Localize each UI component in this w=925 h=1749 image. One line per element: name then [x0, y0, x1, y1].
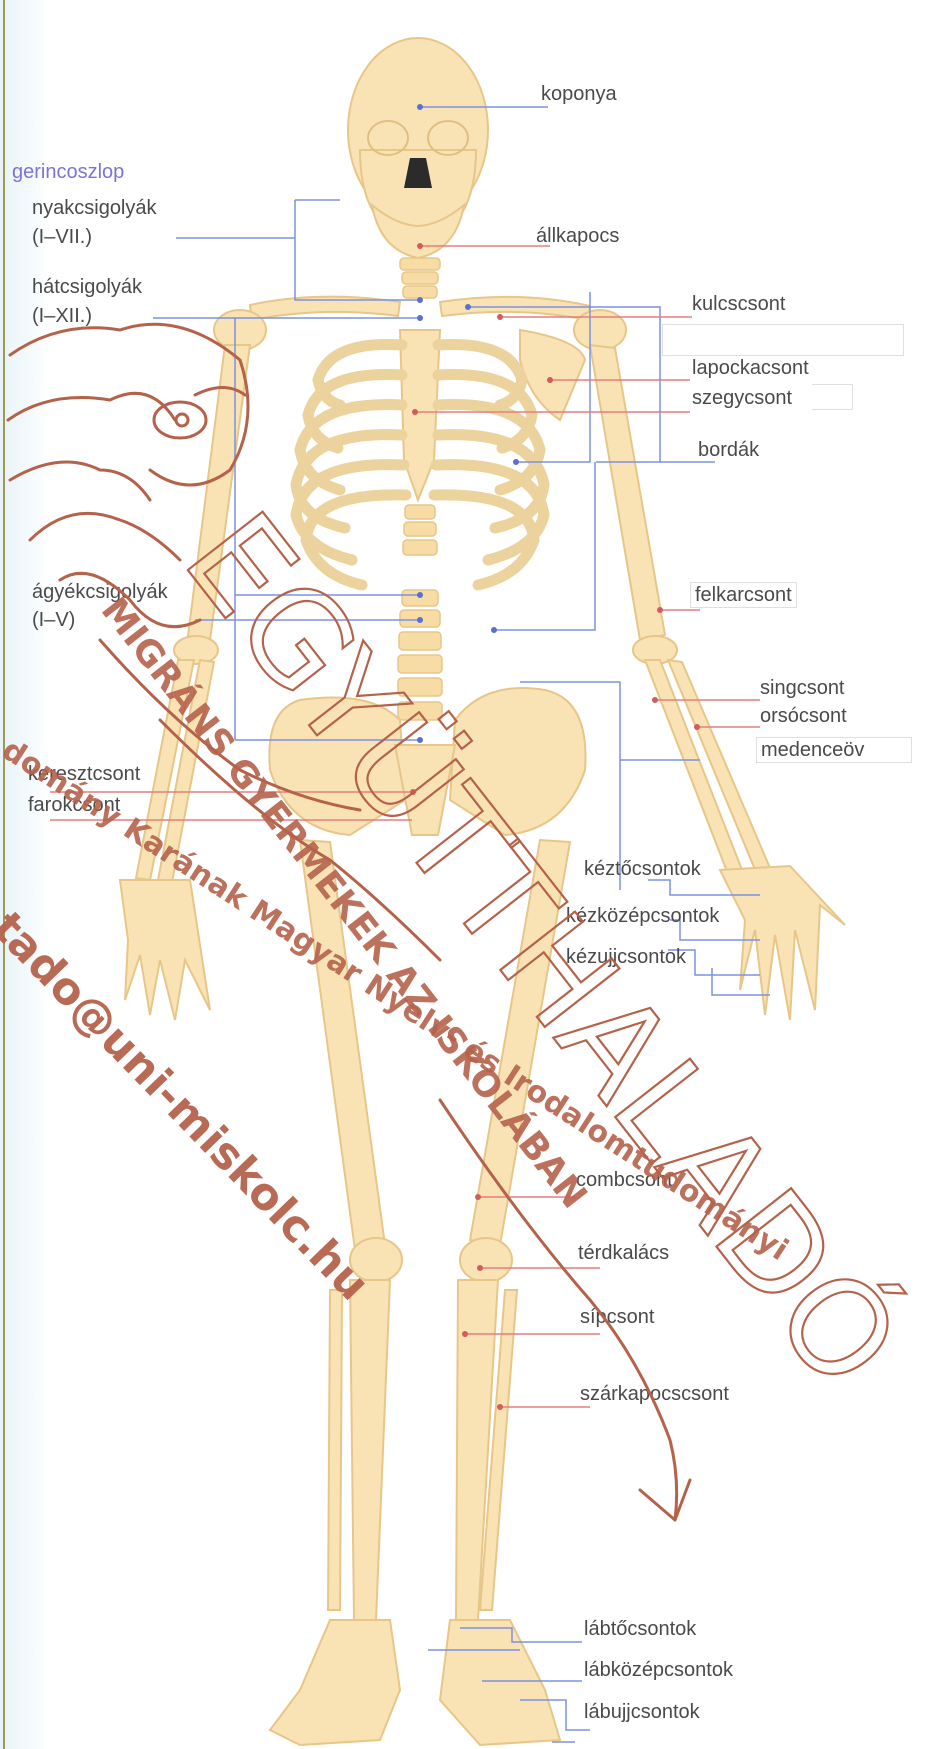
- watermark-main-text: EGYÜTTHALADÓ: [156, 486, 925, 1416]
